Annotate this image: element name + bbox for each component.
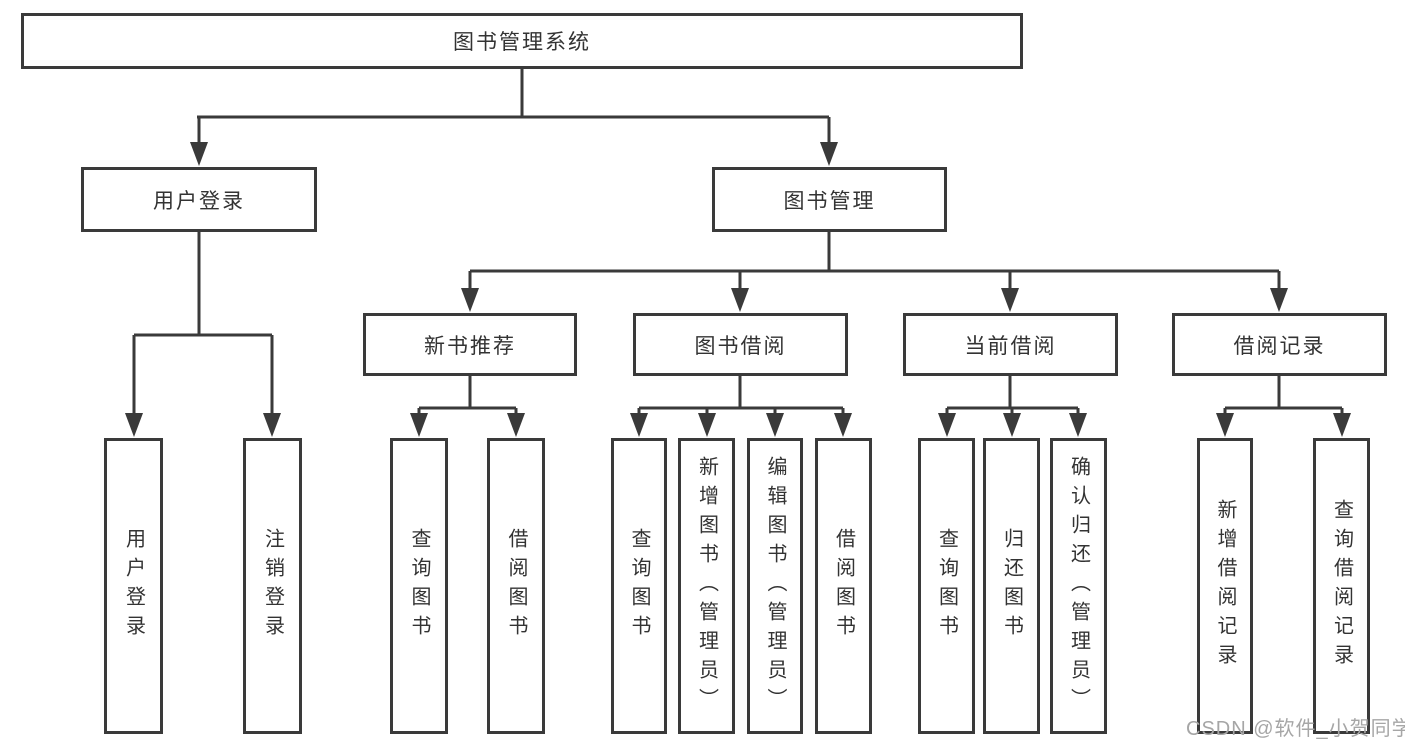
arrowhead-current-borrow xyxy=(1001,288,1019,312)
leaf-borrow-books-recommend: 借阅图书 xyxy=(487,438,545,734)
leaf-add-borrow-record-label: 新增借阅记录 xyxy=(1214,499,1236,673)
leaf-borrow-books-recommend-label: 借阅图书 xyxy=(505,528,527,644)
csdn-watermark: CSDN @软件_小贺同学 xyxy=(1186,718,1405,740)
leaf-query-books-current: 查询图书 xyxy=(918,438,975,734)
leaf-query-borrow-record: 查询借阅记录 xyxy=(1313,438,1370,734)
arrowhead-leaf4 xyxy=(507,413,525,437)
arrowhead-book-borrow xyxy=(731,288,749,312)
leaf-logout: 注销登录 xyxy=(243,438,302,734)
leaf-user-login: 用户登录 xyxy=(104,438,163,734)
arrowhead-leaf8 xyxy=(834,413,852,437)
leaf-query-borrow-record-label: 查询借阅记录 xyxy=(1330,499,1353,673)
leaf-edit-book-admin: 编辑图书（管理员） xyxy=(747,438,803,734)
leaf-return-books-label: 归还图书 xyxy=(1000,528,1023,644)
node-current-borrow: 当前借阅 xyxy=(903,313,1118,376)
leaf-query-books-recommend-label: 查询图书 xyxy=(408,528,430,644)
arrowhead-user-login xyxy=(190,142,208,166)
arrowhead-leaf1 xyxy=(125,413,143,437)
arrowhead-leaf11 xyxy=(1069,413,1087,437)
leaf-borrow-books-label: 借阅图书 xyxy=(832,528,855,644)
arrowhead-leaf13 xyxy=(1333,413,1351,437)
leaf-add-book-admin: 新增图书（管理员） xyxy=(678,438,735,734)
arrowhead-leaf2 xyxy=(263,413,281,437)
leaf-add-book-admin-label: 新增图书（管理员） xyxy=(695,455,718,717)
arrowhead-leaf7 xyxy=(766,413,784,437)
arrowhead-leaf9 xyxy=(938,413,956,437)
leaf-logout-label: 注销登录 xyxy=(261,528,284,644)
node-borrow-record: 借阅记录 xyxy=(1172,313,1387,376)
leaf-user-login-label: 用户登录 xyxy=(122,528,145,644)
node-book-borrow: 图书借阅 xyxy=(633,313,848,376)
leaf-edit-book-admin-label: 编辑图书（管理员） xyxy=(764,455,786,717)
arrowhead-borrow-record xyxy=(1270,288,1288,312)
node-new-book-recommend: 新书推荐 xyxy=(363,313,577,376)
node-user-login: 用户登录 xyxy=(81,167,317,232)
leaf-add-borrow-record: 新增借阅记录 xyxy=(1197,438,1253,734)
arrowhead-leaf3 xyxy=(410,413,428,437)
leaf-borrow-books: 借阅图书 xyxy=(815,438,872,734)
leaf-query-books-recommend: 查询图书 xyxy=(390,438,448,734)
arrowhead-leaf12 xyxy=(1216,413,1234,437)
leaf-confirm-return-admin: 确认归还（管理员） xyxy=(1050,438,1107,734)
arrowhead-leaf10 xyxy=(1003,413,1021,437)
node-book-management: 图书管理 xyxy=(712,167,947,232)
leaf-query-books-borrow: 查询图书 xyxy=(611,438,667,734)
leaf-query-books-current-label: 查询图书 xyxy=(935,528,958,644)
arrowhead-new-book xyxy=(461,288,479,312)
arrowhead-leaf6 xyxy=(698,413,716,437)
leaf-query-books-borrow-label: 查询图书 xyxy=(628,528,650,644)
leaf-return-books: 归还图书 xyxy=(983,438,1040,734)
node-library-management-system: 图书管理系统 xyxy=(21,13,1023,69)
leaf-confirm-return-admin-label: 确认归还（管理员） xyxy=(1067,455,1090,717)
arrowhead-book-management xyxy=(820,142,838,166)
arrowhead-leaf5 xyxy=(630,413,648,437)
